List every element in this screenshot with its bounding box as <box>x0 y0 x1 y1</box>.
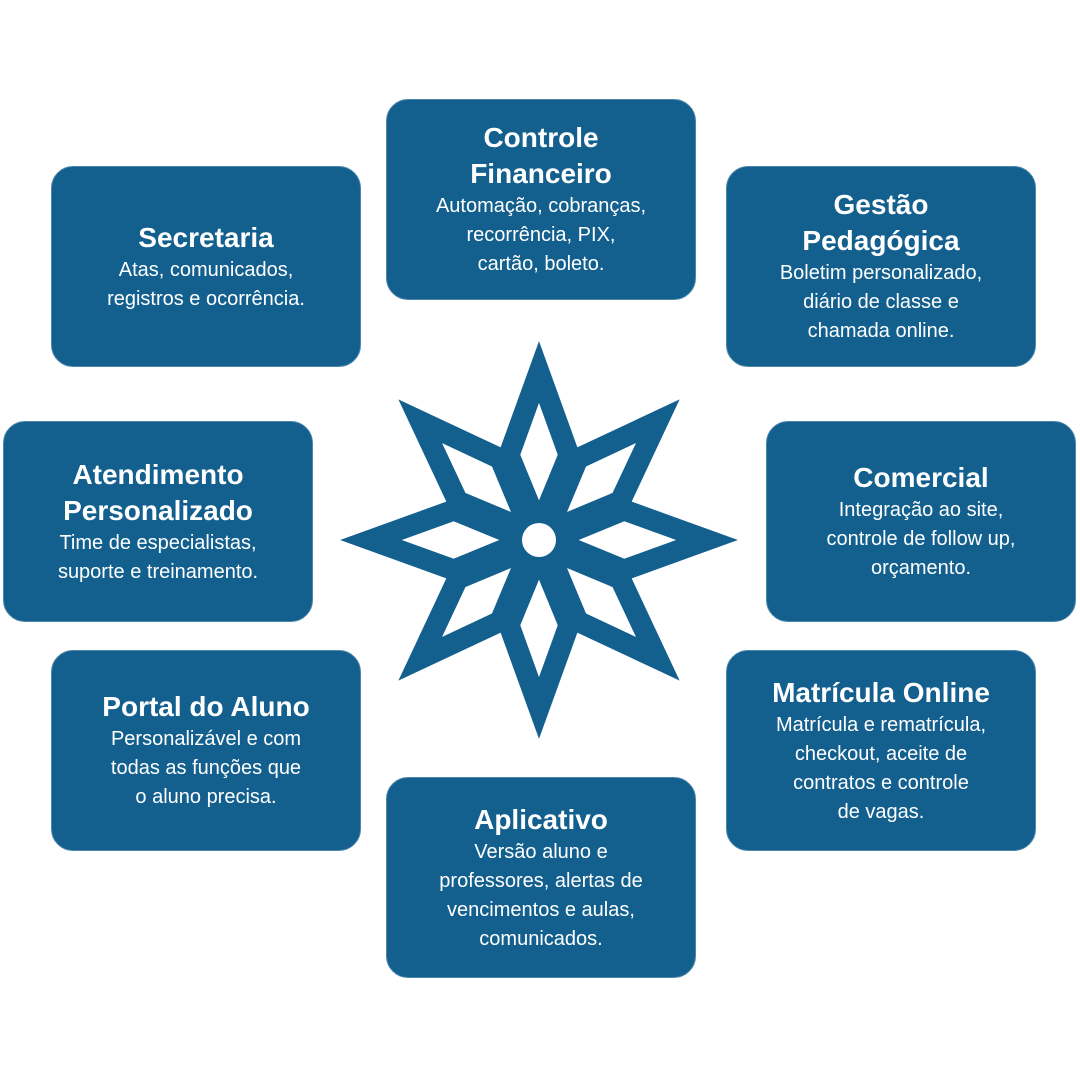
card-atendimento-personalizado: Atendimento Personalizado Time de especi… <box>3 421 313 622</box>
card-controle-financeiro: Controle Financeiro Automação, cobranças… <box>386 99 696 300</box>
card-gestao-pedagogica: Gestão Pedagógica Boletim personalizado,… <box>726 166 1036 367</box>
card-description: Versão aluno e professores, alertas de v… <box>439 840 643 950</box>
card-title: Matrícula Online <box>772 676 990 708</box>
card-description: Automação, cobranças, recorrência, PIX, … <box>435 195 647 275</box>
card-description: Boletim personalizado, diário de classe … <box>779 262 983 342</box>
card-matricula-online: Matrícula Online Matrícula e rematrícula… <box>726 650 1036 851</box>
card-aplicativo: Aplicativo Versão aluno e professores, a… <box>386 777 696 978</box>
star-center-hole <box>522 523 556 557</box>
card-title: Atendimento Personalizado <box>63 458 253 526</box>
card-title: Controle Financeiro <box>470 122 612 189</box>
card-title: Secretaria <box>138 221 274 253</box>
card-description: Matrícula e rematrícula, checkout, aceit… <box>775 713 987 823</box>
card-description: Integração ao site, controle de follow u… <box>826 499 1016 579</box>
card-description: Atas, comunicados, registros e ocorrênci… <box>107 258 305 310</box>
card-description: Time de especialistas, suporte e treinam… <box>57 531 259 583</box>
card-title: Aplicativo <box>474 803 608 835</box>
card-title: Portal do Aluno <box>102 691 310 722</box>
card-title: Comercial <box>853 462 989 493</box>
card-title: Gestão Pedagógica <box>802 189 960 256</box>
card-secretaria: Secretaria Atas, comunicados, registros … <box>51 166 361 367</box>
card-description: Personalizável e com todas as funções qu… <box>110 728 302 808</box>
card-comercial: Comercial Integração ao site, controle d… <box>766 421 1076 622</box>
card-portal-do-aluno: Portal do Aluno Personalizável e com tod… <box>51 650 361 851</box>
